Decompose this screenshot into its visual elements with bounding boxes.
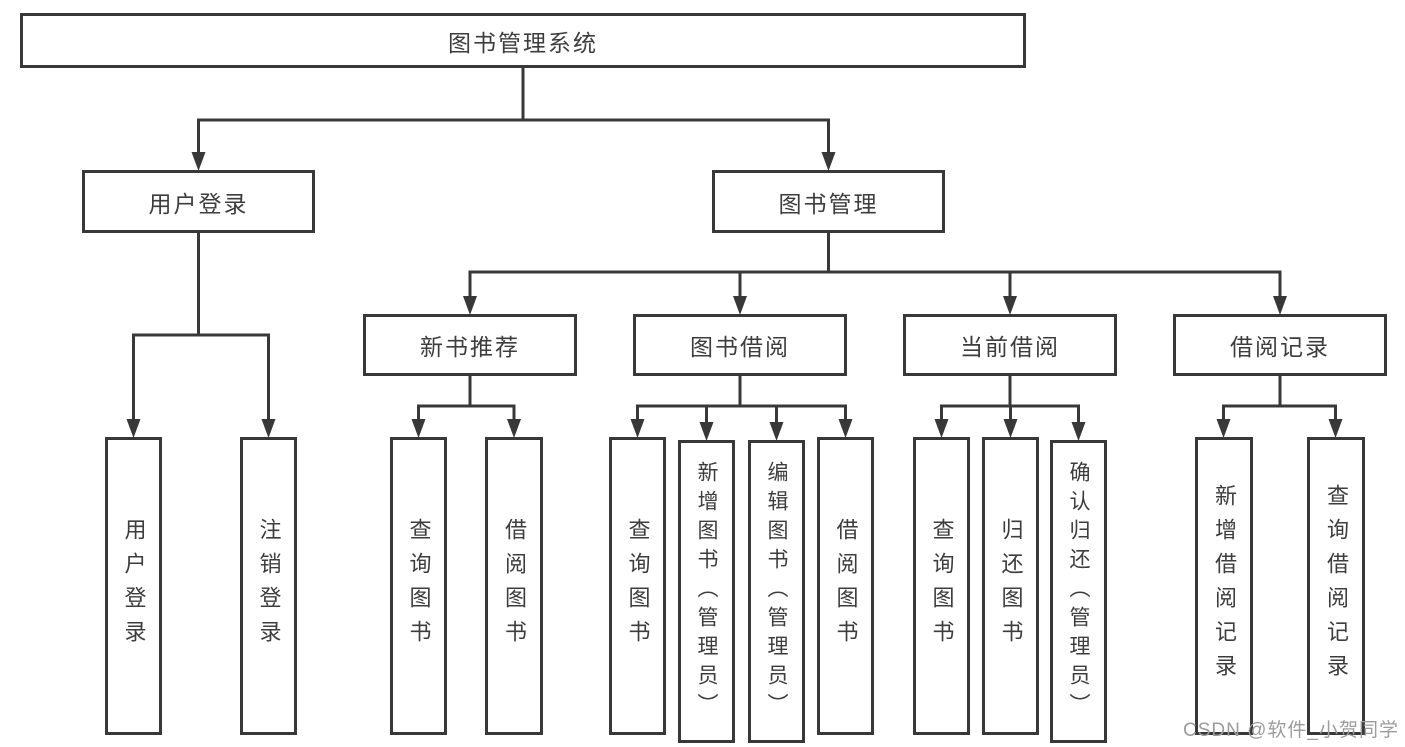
arrow-down-icon [411, 419, 426, 438]
node-user-login: 用户登录 [82, 170, 315, 233]
csdn-watermark: CSDN @软件_小贺同学 [1183, 720, 1399, 741]
leaf-return-books: 归还图书 [982, 437, 1039, 735]
leaf-logout: 注销登录 [240, 437, 297, 735]
node-current-borrowing: 当前借阅 [903, 314, 1117, 376]
leaf-edit-books-admin: 编辑图书（管理员） [748, 440, 805, 743]
arrow-down-icon [191, 152, 206, 171]
leaf-query-books: 查询图书 [390, 437, 447, 735]
arrow-down-icon [1328, 419, 1343, 438]
arrow-down-icon [126, 419, 141, 438]
leaf-query-books: 查询图书 [609, 437, 666, 735]
arrow-down-icon [1003, 419, 1018, 438]
arrow-down-icon [1216, 419, 1231, 438]
leaf-query-books: 查询图书 [913, 437, 970, 735]
leaf-add-books-admin: 新增图书（管理员） [678, 440, 735, 743]
arrow-down-icon [1003, 296, 1017, 315]
node-new-book-recommendation: 新书推荐 [363, 314, 577, 376]
arrow-down-icon [821, 152, 836, 171]
leaf-borrow-books: 借阅图书 [817, 437, 874, 735]
node-borrowing-records: 借阅记录 [1173, 314, 1387, 376]
arrow-down-icon [769, 422, 784, 441]
arrow-down-icon [733, 296, 747, 315]
arrow-down-icon [463, 296, 477, 315]
arrow-down-icon [838, 419, 853, 438]
node-library-management-system: 图书管理系统 [20, 13, 1026, 68]
node-book-borrowing: 图书借阅 [633, 314, 847, 376]
leaf-add-borrow-record: 新增借阅记录 [1195, 437, 1253, 735]
arrow-down-icon [934, 419, 949, 438]
arrow-down-icon [1071, 422, 1086, 441]
leaf-confirm-return-admin: 确认归还（管理员） [1050, 440, 1107, 743]
leaf-user-login: 用户登录 [105, 437, 162, 735]
node-book-management: 图书管理 [712, 170, 945, 233]
arrow-down-icon [1273, 296, 1287, 315]
arrow-down-icon [261, 419, 276, 438]
arrow-down-icon [699, 422, 714, 441]
leaf-query-borrow-record: 查询借阅记录 [1307, 437, 1365, 735]
arrow-down-icon [630, 419, 645, 438]
leaf-borrow-books: 借阅图书 [485, 437, 543, 735]
arrow-down-icon [507, 419, 521, 438]
